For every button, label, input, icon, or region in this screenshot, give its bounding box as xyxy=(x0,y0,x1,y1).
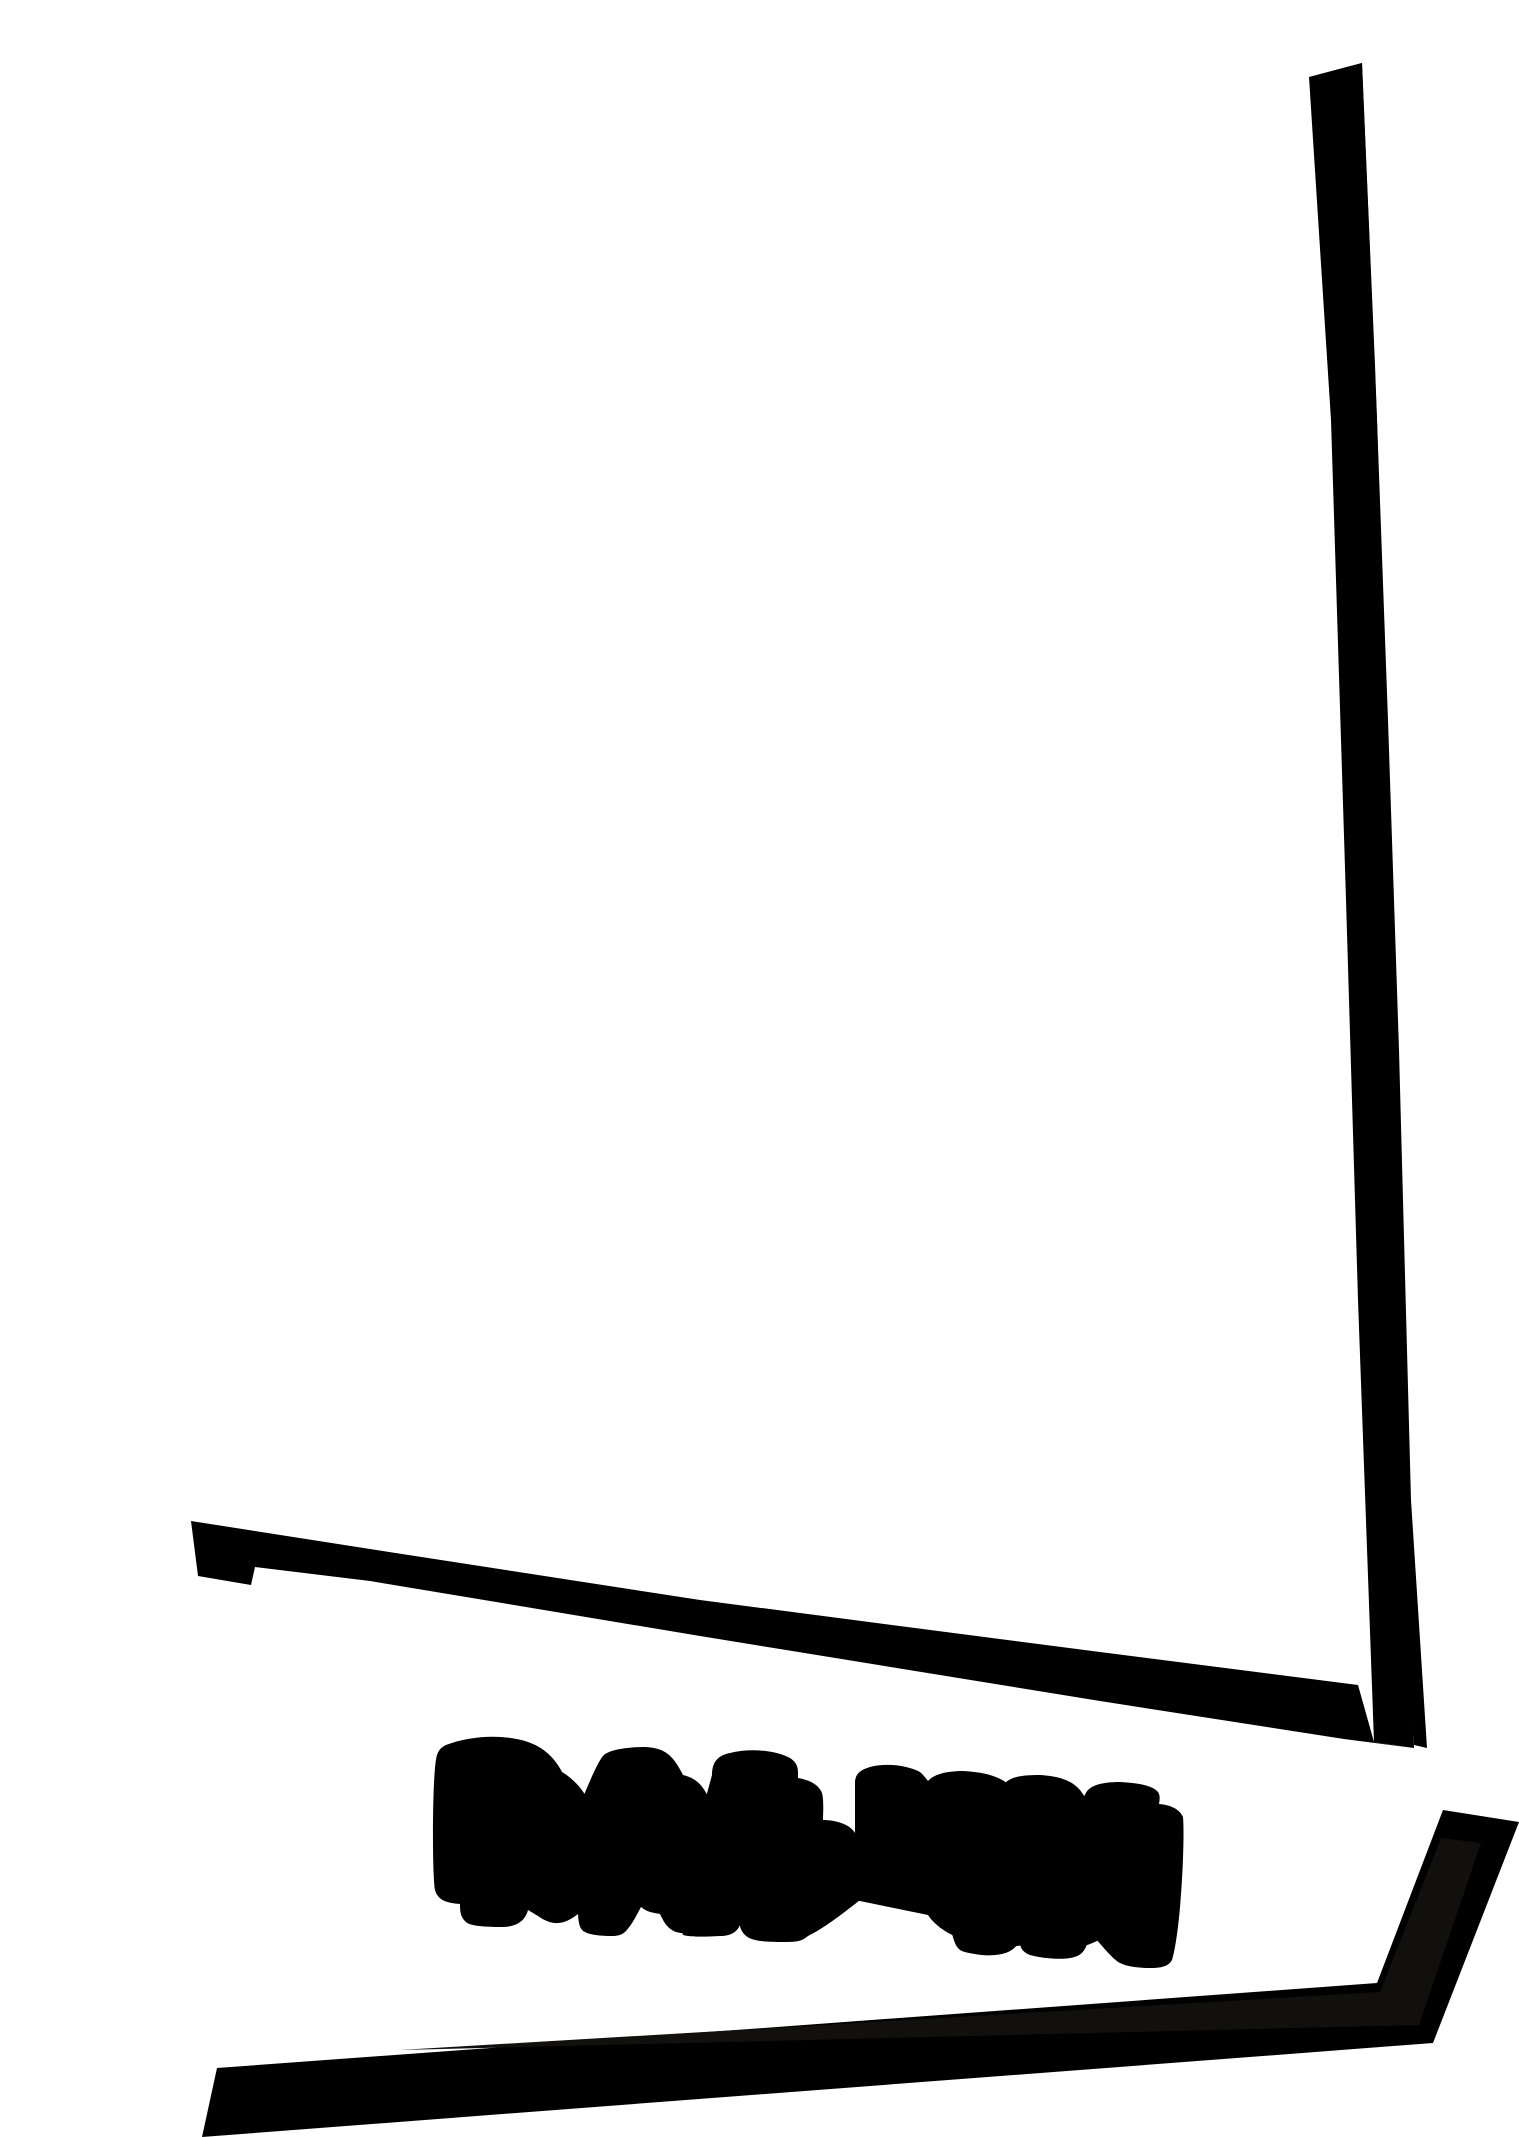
bubble-logo-letter-a xyxy=(578,1747,714,1936)
bubble-logo-letter-l xyxy=(676,1750,860,1942)
bubble-logo-letter-d xyxy=(432,1736,588,1927)
bubble-logo-letter-n2 xyxy=(950,1782,1184,1968)
bottom-frame xyxy=(202,1810,1519,2137)
right-vertical-bar-body xyxy=(1309,63,1414,1748)
bubble-logo xyxy=(432,1736,1184,1968)
middle-sloped-bar xyxy=(191,1521,1414,1748)
